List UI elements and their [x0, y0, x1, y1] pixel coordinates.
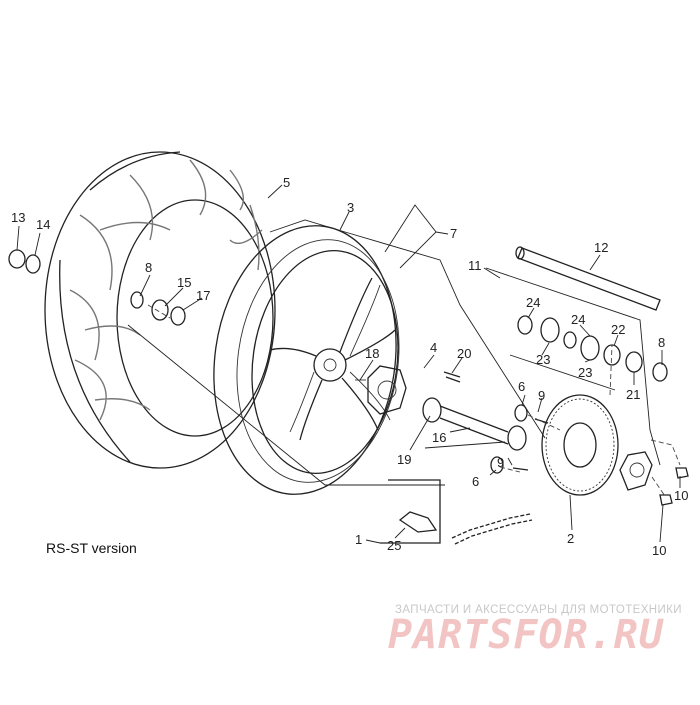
callout-6-bottom: 6	[472, 474, 479, 489]
callout-13: 13	[11, 210, 25, 225]
callout-11: 11	[468, 258, 482, 273]
callout-19: 19	[397, 452, 411, 467]
callout-20: 20	[457, 346, 471, 361]
callout-2: 2	[567, 531, 574, 546]
callout-17: 17	[196, 288, 210, 303]
watermark-tagline: ЗАПЧАСТИ И АКСЕССУАРЫ ДЛЯ МОТОТЕХНИКИ	[395, 604, 682, 616]
version-label: RS-ST version	[46, 540, 137, 556]
callout-15: 15	[177, 275, 191, 290]
callout-23-right: 23	[578, 365, 592, 380]
tire-drawing	[44, 151, 276, 469]
assembly-lines	[127, 204, 681, 497]
wheel-rim-drawing	[213, 225, 400, 495]
leader-lines	[16, 184, 681, 544]
callout-5: 5	[283, 175, 290, 190]
callout-18: 18	[365, 346, 379, 361]
chain-drawing	[380, 479, 533, 545]
sprocket-drawing	[541, 394, 619, 496]
callout-9-top: 9	[538, 388, 545, 403]
callout-8-right: 8	[658, 335, 665, 350]
callout-6-top: 6	[518, 379, 525, 394]
callout-7: 7	[450, 226, 457, 241]
callout-24-right: 24	[571, 312, 585, 327]
callout-25: 25	[387, 538, 401, 553]
callout-9-bottom: 9	[497, 455, 504, 470]
callout-21: 21	[626, 387, 640, 402]
callout-3: 3	[347, 200, 354, 215]
spacers-drawing	[8, 249, 689, 506]
callout-10-bottom: 10	[652, 543, 666, 558]
callout-1: 1	[355, 532, 362, 547]
callout-labels: 5 3 7 8 15 17 13 14 12 11 24 24 22 8 23 …	[11, 175, 688, 558]
callout-10-top: 10	[674, 488, 688, 503]
callout-24-left: 24	[526, 295, 540, 310]
callout-22: 22	[611, 322, 625, 337]
callout-23-left: 23	[536, 352, 550, 367]
callout-16: 16	[432, 430, 446, 445]
hub-parts-drawing	[355, 365, 527, 451]
callout-12: 12	[594, 240, 608, 255]
callout-8-left: 8	[145, 260, 152, 275]
axle-drawing	[515, 246, 661, 311]
callout-14: 14	[36, 217, 50, 232]
watermark-logo: PARTSFOR.RU	[388, 612, 664, 658]
callout-4: 4	[430, 340, 437, 355]
sprocket-flange-drawing	[619, 451, 653, 491]
